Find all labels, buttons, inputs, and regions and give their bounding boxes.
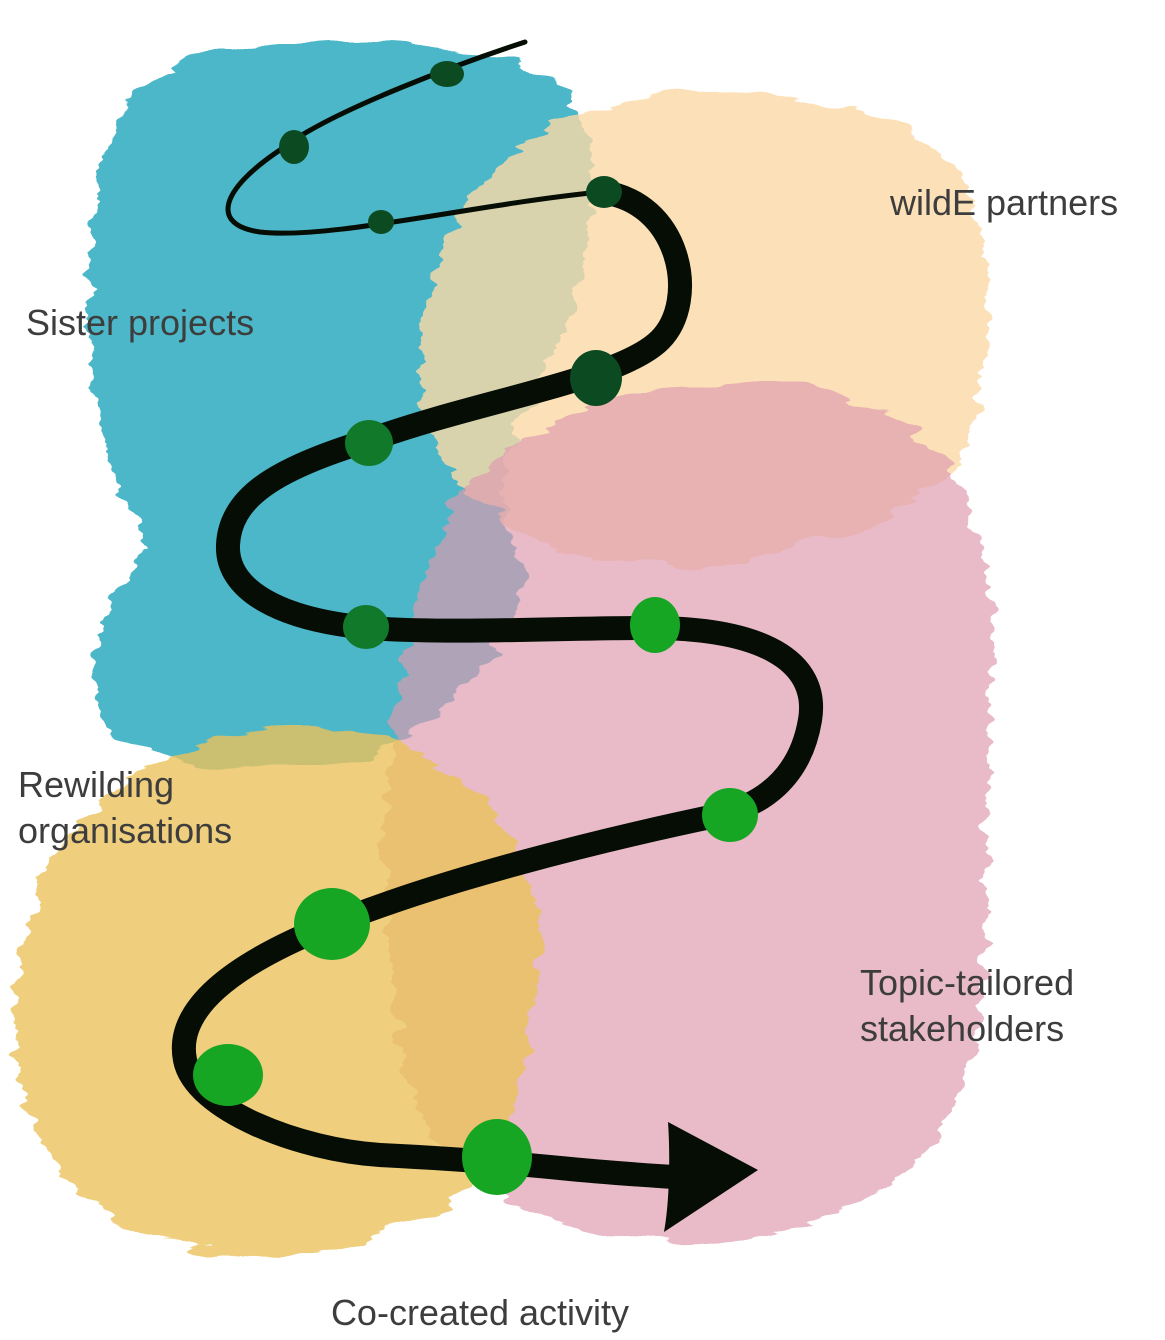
activity-node [570, 350, 622, 406]
topic-label-line1: Topic-tailored [860, 962, 1075, 1003]
arrow-head-icon [664, 1122, 758, 1232]
topic-label-line2: stakeholders [860, 1008, 1065, 1049]
sister-projects-label: Sister projects [26, 302, 255, 343]
activity-path [171, 180, 824, 1190]
activity-node [430, 61, 464, 87]
activity-node [630, 597, 680, 653]
activity-node [279, 130, 309, 164]
topic-stakeholders-label: Topic-tailored stakeholders [860, 960, 1074, 1052]
activity-node [586, 176, 622, 208]
rewilding-label-line1: Rewilding [18, 764, 175, 805]
rewilding-organisations-blob [14, 728, 538, 1256]
activity-node [702, 788, 758, 842]
co-created-activity-label: Co-created activity [330, 1292, 630, 1333]
wilde-partners-label: wildE partners [890, 182, 1119, 223]
rewilding-organisations-label: Rewilding organisations [18, 762, 232, 854]
activity-node [294, 888, 370, 960]
activity-path-thin [225, 39, 603, 236]
activity-node [345, 420, 393, 466]
activity-node [368, 210, 394, 234]
activity-node [343, 605, 389, 649]
rewilding-label-line2: organisations [18, 810, 233, 851]
activity-node [462, 1119, 532, 1195]
activity-node [193, 1044, 263, 1106]
